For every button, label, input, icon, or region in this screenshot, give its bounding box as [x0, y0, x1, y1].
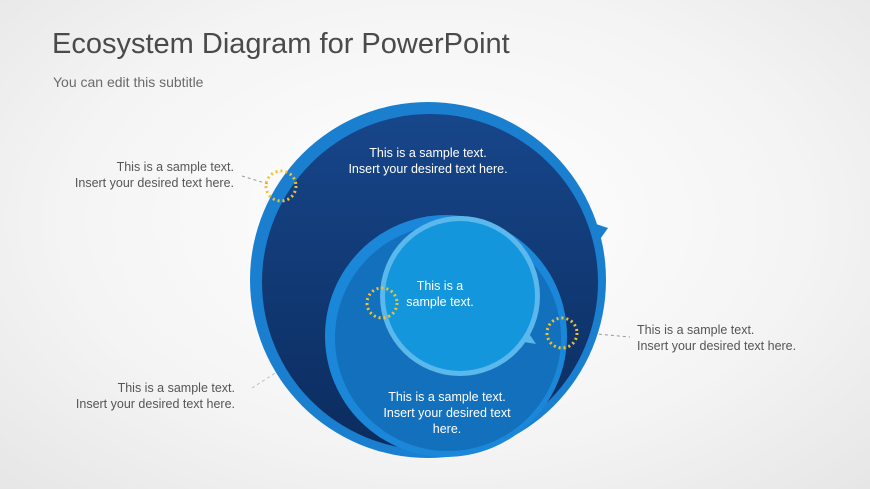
marker-top-left	[264, 169, 298, 203]
outer-arrow-icon	[590, 222, 608, 242]
callout-top-left: This is a sample text. Insert your desir…	[75, 159, 234, 191]
callout-line: Insert your desired text here.	[637, 339, 797, 353]
callout-line: Insert your desired text here.	[75, 397, 235, 411]
callout-line: Insert your desired text here.	[74, 176, 234, 190]
connector-top-left	[241, 175, 269, 185]
inner-circle	[385, 221, 535, 371]
text-line: This is a sample text.	[369, 146, 487, 160]
inner-circle-text: This is a sample text.	[360, 278, 520, 310]
text-line: Insert your desired text	[383, 406, 511, 420]
callout-bottom-left: This is a sample text. Insert your desir…	[76, 380, 235, 412]
marker-inner	[365, 286, 399, 320]
page-title: Ecosystem Diagram for PowerPoint	[52, 28, 510, 60]
callout-line: This is a sample text.	[637, 323, 755, 337]
text-line: This is a sample text.	[388, 390, 506, 404]
text-line: Insert your desired text here.	[348, 162, 508, 176]
text-line: here.	[432, 422, 462, 436]
callout-line: This is a sample text.	[116, 160, 234, 174]
page-subtitle: You can edit this subtitle	[53, 74, 204, 90]
text-line: This is a	[416, 279, 464, 293]
inner-arrow-icon	[524, 332, 536, 344]
callout-right: This is a sample text. Insert your desir…	[637, 322, 796, 354]
text-line: sample text.	[406, 295, 474, 309]
callout-line: This is a sample text.	[117, 381, 235, 395]
middle-circle-text: This is a sample text. Insert your desir…	[347, 389, 547, 437]
marker-right	[545, 316, 579, 350]
outer-circle-text: This is a sample text. Insert your desir…	[328, 145, 528, 177]
